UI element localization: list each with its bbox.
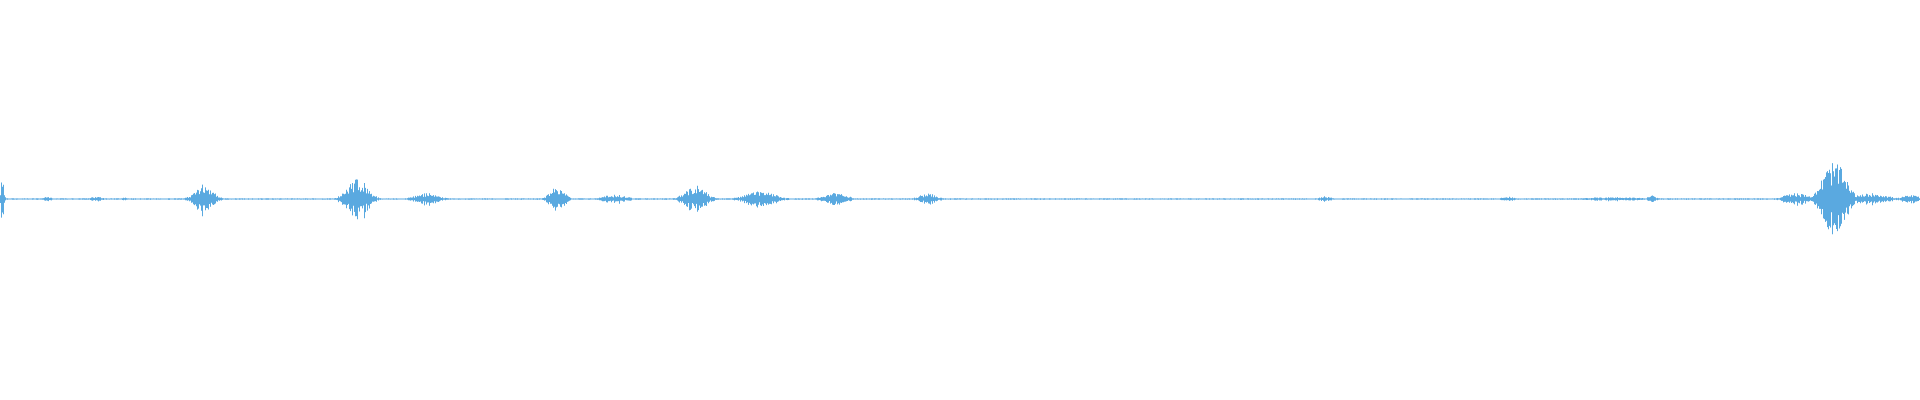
- audio-waveform[interactable]: [0, 0, 1920, 400]
- waveform-canvas[interactable]: [0, 0, 1920, 400]
